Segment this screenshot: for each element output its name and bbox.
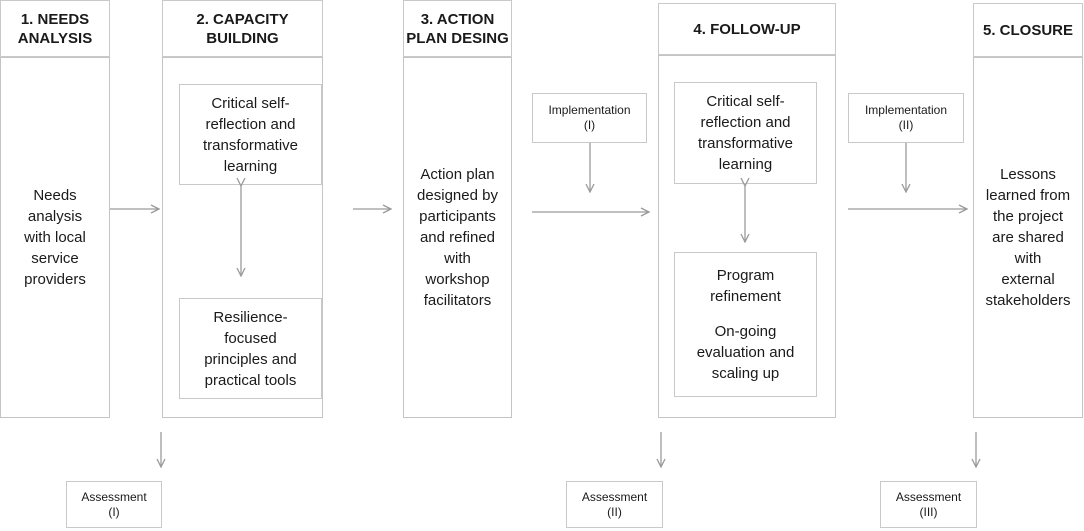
assessment-2-label: Assessment — [581, 489, 648, 504]
stage3-column: Action plan designed by participants and… — [403, 57, 512, 418]
stage1-body-line: providers — [24, 271, 86, 288]
program-refinement-box: Program refinement On-going evaluation a… — [674, 252, 817, 397]
box-text-line: Critical self- — [211, 94, 290, 112]
assessment-3-label: Assessment — [895, 489, 962, 504]
box-text-line: Critical self- — [706, 93, 785, 110]
box-text-line: evaluation and — [696, 344, 795, 361]
assessment-1-label: Assessment — [81, 489, 147, 504]
stage1-title-line1: 1. NEEDS — [20, 10, 90, 28]
box-text-line: reflection and — [700, 114, 791, 131]
implementation-1-label: Implementation — [548, 103, 631, 117]
stage5-body-line: are shared — [992, 229, 1064, 246]
assessment-2-number: (II) — [607, 504, 622, 519]
box-text-line: focused — [224, 329, 277, 347]
stage3-body-line: designed by — [417, 187, 498, 204]
box-text-line: transformative — [202, 136, 299, 154]
assessment-1-box: Assessment (I) — [66, 481, 162, 528]
resilience-principles-box: Resilience- focused principles and pract… — [179, 298, 322, 399]
critical-reflection-box-2: Critical self- reflection and transforma… — [674, 82, 817, 184]
box-text-line: practical tools — [204, 371, 297, 389]
stage5-body-line: external — [1001, 271, 1055, 288]
box-text-line: refinement — [710, 288, 781, 305]
stage5-body-line: with — [1014, 250, 1042, 267]
stage2-title-line2: BUILDING — [206, 29, 279, 47]
implementation-2-number: (II) — [898, 118, 914, 132]
stage3-body-line: with — [444, 250, 471, 267]
box-text-line: On-going — [714, 323, 777, 340]
stage1-body-line: service — [31, 250, 79, 267]
box-text-line: reflection and — [205, 115, 296, 133]
stage1-header: 1. NEEDS ANALYSIS — [0, 0, 110, 57]
stage3-body-line: participants — [419, 208, 496, 225]
assessment-1-number: (I) — [108, 504, 120, 519]
box-text-line: learning — [223, 157, 278, 175]
box-text-line: scaling up — [711, 365, 780, 382]
stage5-body-line: stakeholders — [985, 292, 1071, 309]
stage3-title-line1: 3. ACTION — [420, 10, 495, 28]
stage3-body-line: workshop — [425, 271, 490, 288]
stage5-body: Lessons learned from the project are sha… — [979, 160, 1076, 315]
stage1-body: Needs analysis with local service provid… — [18, 181, 92, 294]
stage5-body-line: the project — [992, 208, 1064, 225]
implementation-1-number: (I) — [583, 118, 596, 132]
box-text-line: learning — [718, 156, 773, 173]
box-text-line: Program — [716, 267, 775, 284]
critical-reflection-box-1: Critical self- reflection and transforma… — [179, 84, 322, 185]
stage1-body-line: Needs — [33, 187, 77, 204]
stage1-column: Needs analysis with local service provid… — [0, 57, 110, 418]
stage3-title-line2: PLAN DESING — [406, 29, 509, 47]
stage3-body: Action plan designed by participants and… — [411, 160, 504, 315]
stage1-body-line: analysis — [27, 208, 83, 225]
stage2-title-line1: 2. CAPACITY — [196, 10, 289, 28]
stage3-header: 3. ACTION PLAN DESING — [403, 0, 512, 57]
spacer — [697, 307, 795, 321]
stage5-body-line: Lessons — [1000, 166, 1056, 183]
stage5-body-line: learned from — [985, 187, 1071, 204]
stage5-header: 5. CLOSURE — [973, 3, 1083, 57]
stage1-title-line2: ANALYSIS — [17, 29, 93, 47]
box-text-line: transformative — [697, 135, 794, 152]
implementation-2-label: Implementation — [864, 103, 948, 117]
stage2-header: 2. CAPACITY BUILDING — [162, 0, 323, 57]
stage3-body-line: Action plan — [420, 166, 495, 183]
box-text-line: principles and — [204, 350, 297, 368]
stage3-body-line: and refined — [419, 229, 496, 246]
stage1-body-line: with local — [24, 229, 86, 246]
stage3-body-line: facilitators — [423, 292, 492, 309]
stage5-title: 5. CLOSURE — [982, 21, 1073, 39]
stage4-header: 4. FOLLOW-UP — [658, 3, 836, 55]
box-text-line: Resilience- — [213, 308, 288, 326]
assessment-3-number: (III) — [919, 504, 938, 519]
stage5-column: Lessons learned from the project are sha… — [973, 57, 1083, 418]
assessment-2-box: Assessment (II) — [566, 481, 663, 528]
stage4-title: 4. FOLLOW-UP — [693, 20, 801, 38]
implementation-1-box: Implementation (I) — [532, 93, 647, 143]
assessment-3-box: Assessment (III) — [880, 481, 977, 528]
implementation-2-box: Implementation (II) — [848, 93, 964, 143]
